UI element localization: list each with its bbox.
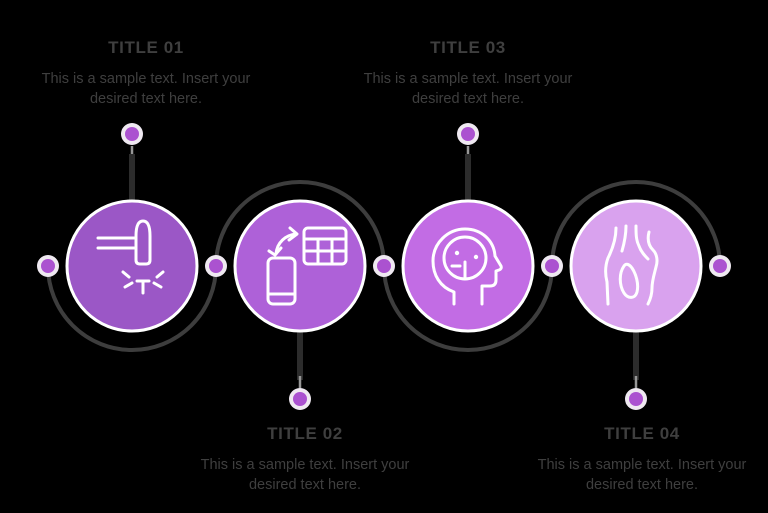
timeline-dot [713,259,727,273]
step-2-body-line-1: This is a sample text. Insert your [200,457,410,473]
callout-dot-step-1 [125,127,139,141]
callout-dot-step-2 [293,392,307,406]
arc-step-1 [46,264,218,352]
step-3-text-block: TITLE 03 This is a sample text. Insert y… [348,38,588,109]
step-3-body-line-2: desired text here. [411,91,525,107]
step-2-title: TITLE 02 [267,424,343,443]
timeline-dot [377,259,391,273]
step-3-circle [403,201,533,331]
step-1-text-block: TITLE 01 This is a sample text. Insert y… [26,38,266,109]
step-2-body-line-2: desired text here. [248,477,362,493]
step-3-body-line-1: This is a sample text. Insert your [363,71,573,87]
device-sync-icon [266,226,348,306]
step-2-text-block: TITLE 02 This is a sample text. Insert y… [185,424,425,495]
step-4-text-block: TITLE 04 This is a sample text. Insert y… [522,424,762,495]
step-1-title: TITLE 01 [108,38,184,57]
step-4-body-line-2: desired text here. [585,477,699,493]
step-4-circle [571,201,701,331]
mind-icon [431,227,503,306]
laser-icon [96,219,165,295]
step-1-body-line-1: This is a sample text. Insert your [41,71,251,87]
joint-icon [604,224,659,306]
step-1-circle-ring [65,199,199,333]
arc-step-2 [214,180,386,268]
step-4-body-line-1: This is a sample text. Insert your [537,457,747,473]
timeline-dot [41,259,55,273]
arc-step-3 [382,264,554,352]
step-3-title: TITLE 03 [430,38,506,57]
step-3-circle-ring [401,199,535,333]
step-2-circle-ring [233,199,367,333]
callout-dot-step-4 [629,392,643,406]
timeline-dot [545,259,559,273]
timeline-dot [209,259,223,273]
step-4-circle-ring [569,199,703,333]
step-1-body-line-2: desired text here. [89,91,203,107]
callout-dot-step-3 [461,127,475,141]
arc-step-4 [550,180,722,268]
step-1-circle [67,201,197,331]
timeline-dots [37,123,731,410]
step-4-title: TITLE 04 [604,424,680,443]
